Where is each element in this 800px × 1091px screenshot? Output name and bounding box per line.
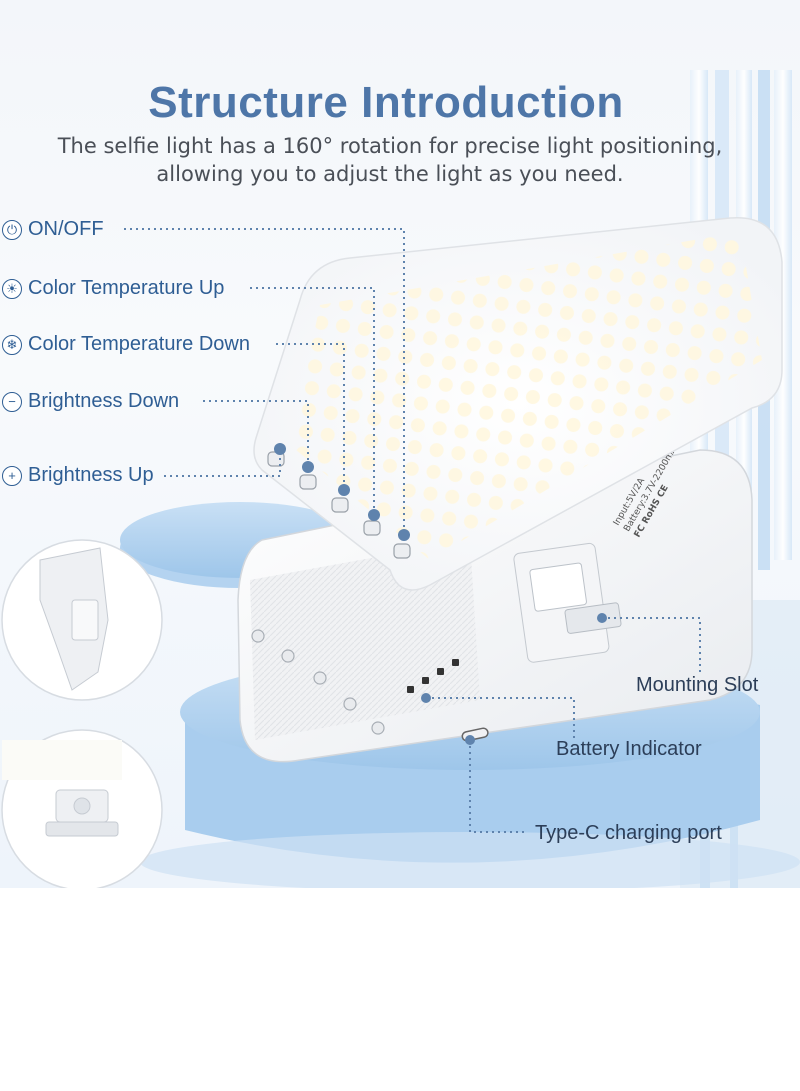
feature-label: Color Temperature Up (28, 277, 225, 299)
led-panel (253, 216, 783, 591)
feature-brightness-up: + Brightness Up (2, 464, 154, 487)
callout-endpoint-dots (421, 613, 607, 745)
minus-icon: − (2, 391, 22, 412)
feature-color-temp-down: ❄ Color Temperature Down (2, 333, 250, 356)
plus-icon: + (2, 465, 22, 486)
feature-brightness-down: − Brightness Down (2, 390, 179, 413)
feature-color-temp-up: ☀ Color Temperature Up (2, 277, 224, 300)
hotshoe-detail-circle (1, 729, 163, 888)
feature-leader-lines (124, 228, 405, 535)
sun-icon: ☀ (2, 278, 22, 299)
feature-label: Brightness Up (28, 464, 154, 486)
infographic-panel: Input:5V/2A Battery:3.7V-2200mAh FC RoHS… (0, 0, 800, 888)
snowflake-icon: ❄ (2, 334, 22, 355)
subtitle-line-1: The selfie light has a 160° rotation for… (57, 134, 723, 158)
feature-endpoint-dots (274, 443, 410, 541)
clip-detail-circle (1, 539, 163, 701)
callout-leader-lines (426, 617, 701, 833)
feature-label: ON/OFF (28, 218, 104, 240)
subtitle-line-2: allowing you to adjust the light as you … (156, 162, 624, 186)
scene-artwork: Input:5V/2A Battery:3.7V-2200mAh FC RoHS… (1, 70, 800, 888)
feature-on-off: ⏻ ON/OFF (2, 218, 104, 241)
callout-mounting-slot: Mounting Slot (636, 674, 759, 696)
page-title: Structure Introduction (148, 78, 624, 127)
callout-type-c-port: Type-C charging port (535, 822, 722, 844)
power-icon: ⏻ (2, 219, 22, 240)
feature-label: Color Temperature Down (28, 333, 250, 355)
feature-label: Brightness Down (28, 390, 180, 412)
callout-battery-indicator: Battery Indicator (556, 738, 702, 760)
